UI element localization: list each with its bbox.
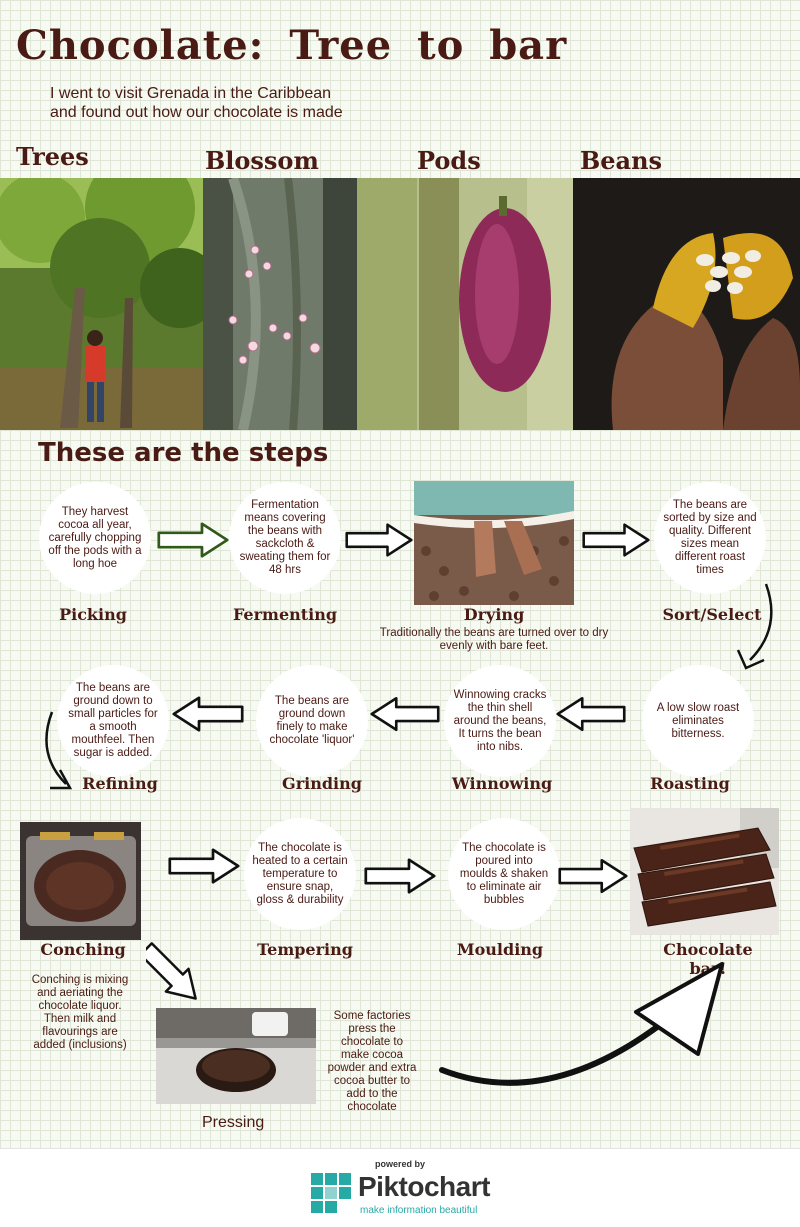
page-title: Chocolate: Tree to bar: [16, 22, 568, 69]
moulding-label: Moulding: [456, 940, 544, 959]
pressing-label: Pressing: [202, 1114, 265, 1131]
piktochart-brand-link[interactable]: Piktochart: [358, 1171, 490, 1202]
page-subtitle: I went to visit Grenada in the Caribbean…: [50, 84, 450, 122]
chocolate-bar-label-line-1: Chocolate: [663, 940, 753, 959]
conching-photo: [20, 822, 141, 940]
sort-label: Sort/Select: [662, 605, 762, 624]
chocolate-bar-label: Chocolate bar!: [633, 940, 783, 978]
piktochart-logo-icon: [311, 1173, 351, 1213]
blossom-photo: [203, 178, 357, 430]
fermenting-label: Fermenting: [232, 605, 338, 624]
curved-arrow-down-icon: [45, 711, 73, 790]
arrow-right-icon: [582, 520, 650, 560]
trees-photo: [0, 178, 203, 430]
arrow-right-icon: [364, 856, 436, 896]
refining-description: The beans are ground down to small parti…: [68, 682, 158, 759]
big-curved-arrow-icon: [439, 962, 724, 1086]
refining-bubble: The beans are ground down to small parti…: [57, 665, 169, 777]
picking-bubble: They harvest cocoa all year, carefully c…: [39, 482, 151, 594]
photo-label-pods: Pods: [417, 146, 481, 175]
footer: powered by Piktochart make information b…: [0, 1148, 800, 1227]
photo-label-beans: Beans: [580, 146, 663, 175]
fermenting-description: Fermentation means covering the beans wi…: [239, 499, 331, 576]
refining-label: Refining: [82, 774, 158, 793]
sort-description: The beans are sorted by size and quality…: [663, 499, 757, 576]
grinding-bubble: The beans are ground down finely to make…: [256, 665, 368, 777]
arrow-right-icon: [345, 520, 413, 560]
photo-label-blossom: Blossom: [205, 146, 319, 175]
tempering-description: The chocolate is heated to a certain tem…: [252, 841, 348, 906]
winnowing-description: Winnowing cracks the thin shell around t…: [453, 688, 547, 753]
winnowing-bubble: Winnowing cracks the thin shell around t…: [444, 665, 556, 777]
beans-photo: [573, 178, 800, 430]
arrow-right-icon: [558, 856, 628, 896]
steps-heading: These are the steps: [38, 438, 329, 468]
moulding-description: The chocolate is poured into moulds & sh…: [459, 841, 549, 906]
photo-label-trees: Trees: [16, 142, 89, 171]
curved-arrow-down-icon: [736, 583, 773, 670]
green-arrow-right-icon: [157, 520, 229, 560]
arrow-left-icon: [556, 694, 626, 734]
drying-label: Drying: [463, 605, 525, 624]
subtitle-line-1: I went to visit Grenada in the Caribbean: [50, 85, 332, 102]
pods-photo: [357, 178, 573, 430]
piktochart-tagline: make information beautiful: [360, 1205, 478, 1216]
pressing-photo: [156, 1008, 316, 1104]
roasting-bubble: A low slow roast eliminates bitterness.: [642, 665, 754, 777]
pressing-note: Some factories press the chocolate to ma…: [327, 1010, 417, 1113]
arrow-down-right-icon: [146, 942, 197, 1000]
fermenting-bubble: Fermentation means covering the beans wi…: [229, 482, 341, 594]
tempering-bubble: The chocolate is heated to a certain tem…: [244, 818, 356, 930]
winnowing-label: Winnowing: [451, 774, 553, 793]
picking-description: They harvest cocoa all year, carefully c…: [48, 505, 142, 570]
conching-note: Conching is mixing and aeriating the cho…: [31, 974, 129, 1051]
tempering-label: Tempering: [257, 940, 353, 959]
powered-by-text: powered by: [374, 1159, 425, 1169]
sort-bubble: The beans are sorted by size and quality…: [654, 482, 766, 594]
drying-photo: [414, 481, 574, 605]
arrow-left-icon: [370, 694, 440, 734]
arrow-right-icon: [168, 846, 240, 886]
conching-label: Conching: [40, 940, 126, 959]
roasting-description: A low slow roast eliminates bitterness.: [656, 701, 740, 740]
chocolate-bar-photo: [630, 808, 779, 935]
grinding-description: The beans are ground down finely to make…: [269, 695, 355, 746]
grinding-label: Grinding: [282, 774, 362, 793]
drying-note: Traditionally the beans are turned over …: [379, 627, 609, 652]
subtitle-line-2: and found out how our chocolate is made: [50, 104, 343, 121]
moulding-bubble: The chocolate is poured into moulds & sh…: [448, 818, 560, 930]
picking-label: Picking: [59, 605, 127, 624]
roasting-label: Roasting: [650, 774, 730, 793]
arrow-left-icon: [172, 694, 244, 734]
